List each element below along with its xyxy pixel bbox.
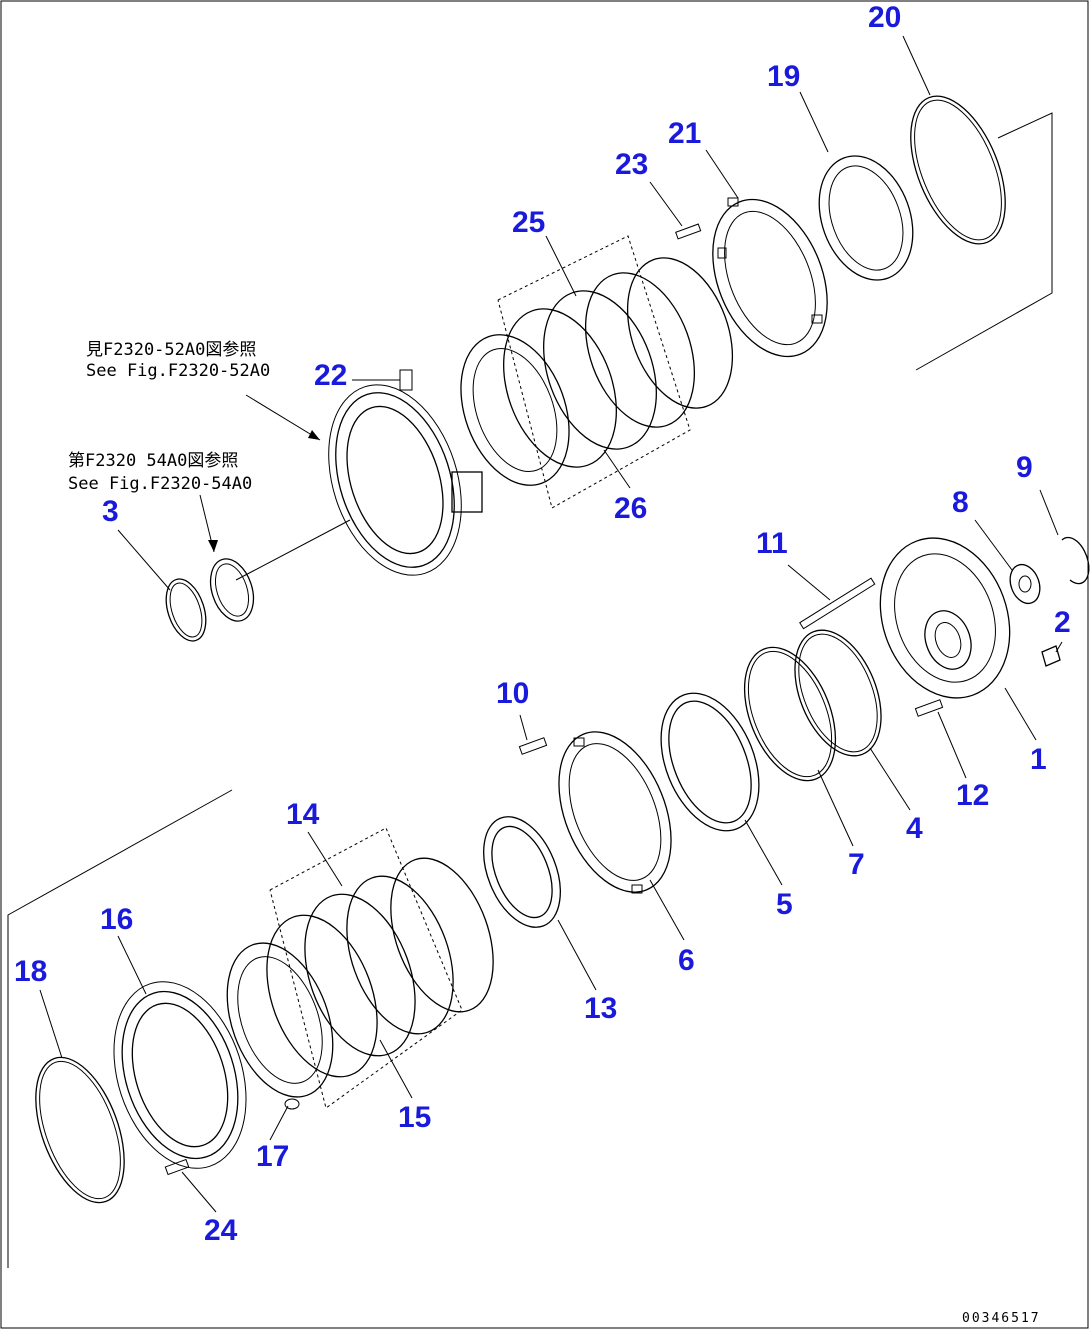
part-4-7-seals <box>743 629 882 782</box>
callout-23: 23 <box>615 148 648 181</box>
callout-16: 16 <box>100 903 133 936</box>
part-21-plate <box>712 197 828 358</box>
svg-text:第F2320 54A0図参照: 第F2320 54A0図参照 <box>68 451 238 471</box>
part-20-ring <box>910 95 1006 245</box>
part-14-15-disc-stack <box>226 827 494 1109</box>
part-18-ring <box>35 1056 125 1204</box>
callout-2: 2 <box>1054 606 1071 639</box>
callout-13: 13 <box>584 992 617 1025</box>
figure-number: 00346517 <box>962 1311 1041 1326</box>
part-16-housing <box>113 981 247 1169</box>
part-23-pin <box>675 223 702 240</box>
callout-19: 19 <box>767 60 800 93</box>
callout-10: 10 <box>496 677 529 710</box>
part-19-plate <box>818 155 914 281</box>
callout-12: 12 <box>956 779 989 812</box>
part-8-washer <box>1009 563 1041 605</box>
part-13-hub <box>483 816 561 928</box>
callout-9: 9 <box>1016 451 1033 484</box>
svg-text:See Fig.F2320-52A0: See Fig.F2320-52A0 <box>86 361 270 381</box>
reference-note-1: 見F2320-52A0図参照 See Fig.F2320-52A0 <box>86 340 270 381</box>
callout-21: 21 <box>668 117 701 150</box>
part-3-rings <box>165 558 255 642</box>
callout-14: 14 <box>286 798 320 831</box>
callout-1: 1 <box>1030 743 1047 776</box>
part-22-housing <box>328 369 483 576</box>
part-17-plug <box>284 1098 300 1110</box>
part-10-pin <box>518 737 548 755</box>
part-11-shaft <box>799 577 876 630</box>
lower-group-bracket <box>7 789 233 1268</box>
callout-8: 8 <box>952 486 969 519</box>
callout-26: 26 <box>614 492 647 525</box>
part-9-snap-ring <box>1061 536 1090 585</box>
part-25-26-disc-stack <box>460 235 734 509</box>
callout-18: 18 <box>14 955 47 988</box>
callout-15: 15 <box>398 1101 431 1134</box>
part-5-piston <box>660 692 760 832</box>
svg-text:See Fig.F2320-54A0: See Fig.F2320-54A0 <box>68 474 252 494</box>
callout-3: 3 <box>102 495 119 528</box>
part-1-carrier <box>879 537 1011 699</box>
leader-lines <box>39 35 1063 1213</box>
callout-24: 24 <box>204 1214 238 1247</box>
upper-group-bracket <box>915 112 1053 371</box>
callout-5: 5 <box>776 888 793 921</box>
callout-6: 6 <box>678 944 695 977</box>
callout-25: 25 <box>512 206 545 239</box>
part-2-plug <box>1041 645 1061 667</box>
part-24-pin <box>164 1158 190 1176</box>
callout-22: 22 <box>314 359 347 392</box>
callout-17: 17 <box>256 1140 289 1173</box>
svg-text:見F2320-52A0図参照: 見F2320-52A0図参照 <box>86 340 256 360</box>
part-12-bolt <box>914 699 944 717</box>
part-6-plate <box>558 731 672 894</box>
callout-labels: 20 19 21 23 25 22 26 3 9 8 11 2 10 1 12 … <box>14 1 1071 1247</box>
callout-11: 11 <box>756 527 788 560</box>
reference-note-2: 第F2320 54A0図参照 See Fig.F2320-54A0 <box>68 451 252 494</box>
callout-7: 7 <box>848 848 865 881</box>
callout-20: 20 <box>868 1 901 34</box>
callout-4: 4 <box>906 812 923 845</box>
